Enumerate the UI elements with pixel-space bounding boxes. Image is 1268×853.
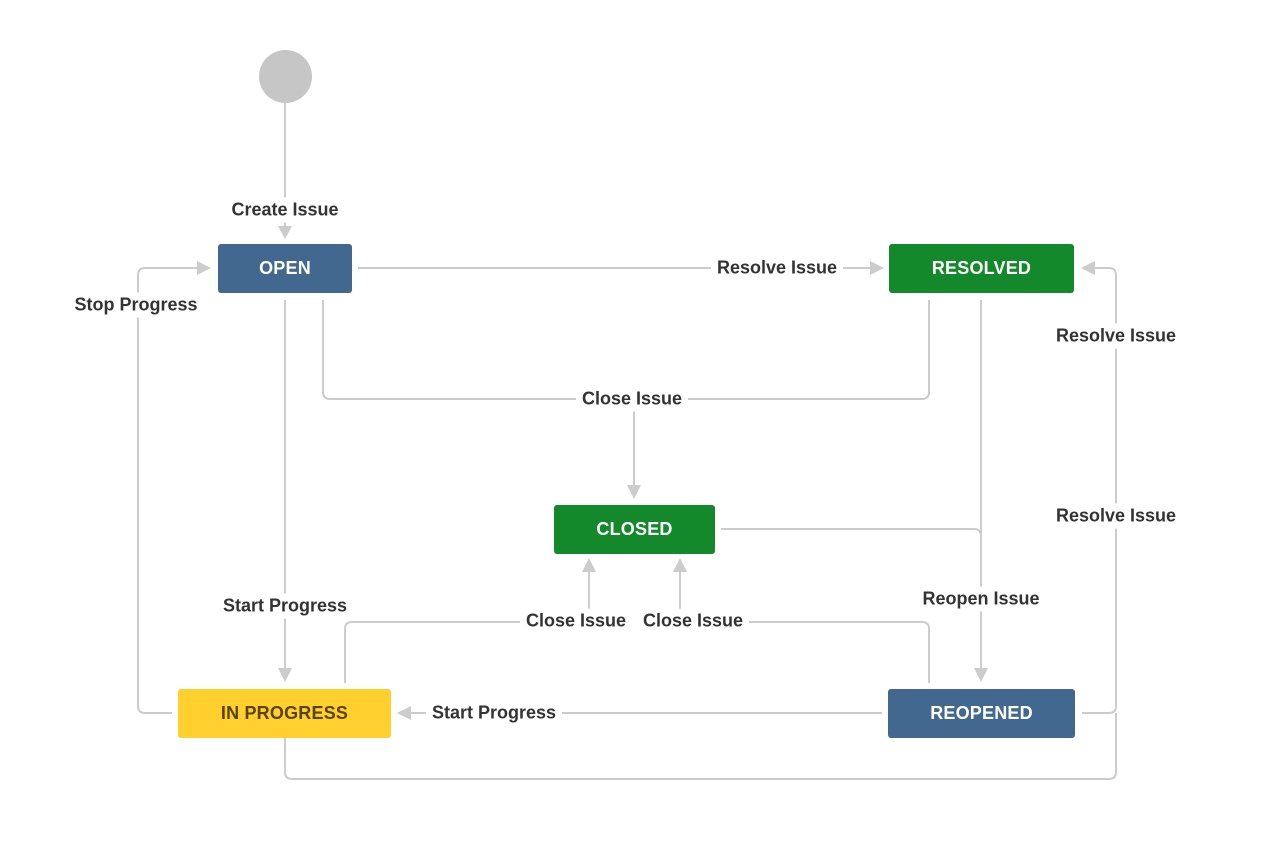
start-node <box>259 50 312 103</box>
transition-stop-progress[interactable]: Stop Progress <box>68 292 204 318</box>
arrowhead <box>278 668 292 682</box>
edge-resolve-from-inprogress <box>284 713 1117 780</box>
edge-stop-progress <box>137 267 198 714</box>
arrowhead <box>397 706 411 720</box>
transition-resolve-issue-right-bottom[interactable]: Resolve Issue <box>1049 503 1183 529</box>
arrowhead <box>627 485 641 499</box>
arrowhead <box>278 226 292 239</box>
status-open[interactable]: OPEN <box>218 244 352 293</box>
arrowhead <box>974 668 988 682</box>
transition-resolve-issue-from-open[interactable]: Resolve Issue <box>710 255 844 281</box>
status-resolved[interactable]: RESOLVED <box>889 244 1074 293</box>
transition-close-issue-from-in-progress[interactable]: Close Issue <box>519 608 633 634</box>
transition-start-progress-from-reopened[interactable]: Start Progress <box>425 700 563 726</box>
edge-close-from-open <box>322 300 930 400</box>
transition-create-issue[interactable]: Create Issue <box>225 197 345 223</box>
edge-close-from-inprogress <box>344 571 590 683</box>
transition-close-issue-top[interactable]: Close Issue <box>575 386 689 412</box>
arrowhead <box>197 261 211 275</box>
transition-reopen-issue[interactable]: Reopen Issue <box>916 586 1046 612</box>
arrowhead <box>870 261 884 275</box>
transition-resolve-issue-right-top[interactable]: Resolve Issue <box>1049 323 1183 349</box>
edge-close-from-reopened <box>679 571 930 683</box>
edge-resolve-from-reopened <box>1082 267 1117 714</box>
transition-close-issue-from-reopened[interactable]: Close Issue <box>636 608 750 634</box>
status-closed[interactable]: CLOSED <box>554 505 715 554</box>
status-reopened[interactable]: REOPENED <box>888 689 1075 738</box>
arrowhead <box>582 558 596 572</box>
arrowhead <box>673 558 687 572</box>
transition-start-progress-from-open[interactable]: Start Progress <box>216 593 354 619</box>
status-in-progress[interactable]: IN PROGRESS <box>178 689 391 738</box>
arrowhead <box>1081 261 1095 275</box>
edge-reopen-from-closed <box>721 528 982 537</box>
